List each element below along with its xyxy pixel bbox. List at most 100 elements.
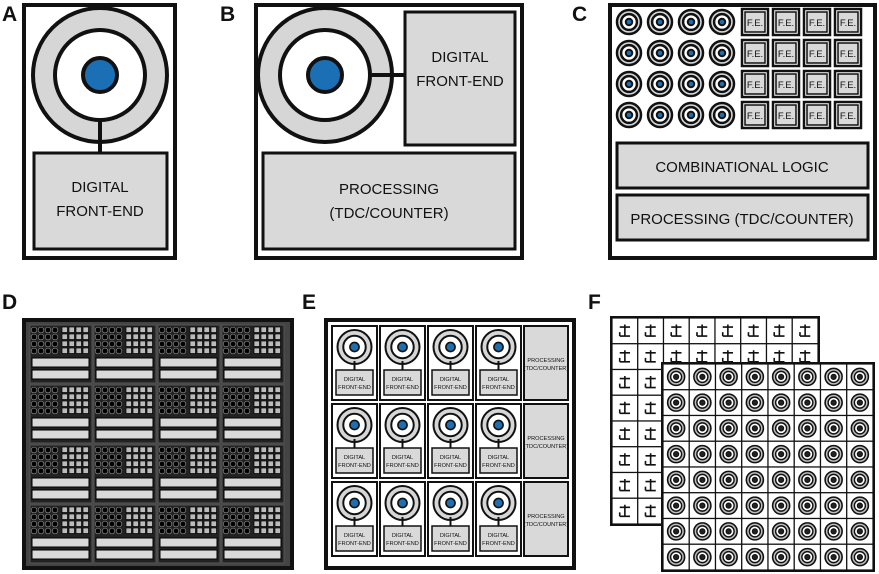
mini-detector <box>37 520 45 528</box>
mini-fe-block <box>267 520 274 527</box>
mini-fe-block <box>146 393 153 400</box>
mini-detector-core <box>699 451 706 458</box>
mini-fe-block <box>274 467 281 474</box>
mini-fe-block <box>146 326 153 333</box>
mini-detector <box>101 393 109 401</box>
mini-detector <box>94 340 102 348</box>
pixel-front-end-block <box>479 447 518 474</box>
mini-detector-core <box>856 373 863 380</box>
mini-fe-block <box>82 393 89 400</box>
mini-fe-block <box>203 340 210 347</box>
mini-fe-block <box>196 527 203 534</box>
detector-core <box>306 56 344 94</box>
mini-detector <box>44 407 52 415</box>
mini-fe-block <box>125 347 132 354</box>
detector-core <box>445 419 456 431</box>
circuit-glyph <box>618 401 631 415</box>
mini-fe-block <box>260 453 267 460</box>
mini-detector <box>30 333 38 341</box>
mini-fe-block <box>210 453 217 460</box>
mini-detector <box>172 340 180 348</box>
fe-block-label: F.E. <box>778 18 794 29</box>
mini-fe-block <box>203 520 210 527</box>
mini-detector <box>101 347 109 355</box>
mini-fe-block <box>61 386 68 393</box>
mini-fe-block <box>139 506 146 513</box>
mini-detector <box>172 446 180 454</box>
mini-detector <box>94 506 102 514</box>
mini-fe-block <box>132 520 139 527</box>
pixel-front-end-block <box>479 369 518 396</box>
panel-label-d: D <box>2 291 17 314</box>
mini-detector <box>101 453 109 461</box>
fe-block-inner <box>775 73 797 95</box>
mini-detector <box>172 527 180 535</box>
mini-fe-block <box>61 407 68 414</box>
detector-core <box>686 48 696 58</box>
mini-fe-block <box>260 400 267 407</box>
mini-detector <box>108 520 116 528</box>
mini-detector <box>179 527 187 535</box>
fe-block-inner <box>806 11 828 33</box>
mini-detector <box>30 393 38 401</box>
mini-fe-block <box>189 347 196 354</box>
mini-fe-block <box>267 460 274 467</box>
mini-detector <box>172 520 180 528</box>
mini-detector-core <box>778 476 785 483</box>
mini-fe-block <box>146 386 153 393</box>
mini-fe-block <box>260 347 267 354</box>
pixel-front-end-block <box>335 369 374 396</box>
mini-processing-block <box>31 489 90 500</box>
mini-detector <box>229 347 237 355</box>
mini-detector-core <box>725 502 732 509</box>
detector-core <box>655 17 665 27</box>
mini-fe-block <box>125 467 132 474</box>
mini-detector <box>44 460 52 468</box>
mini-fe-block <box>253 407 260 414</box>
mini-fe-block <box>132 340 139 347</box>
mini-fe-block <box>274 400 281 407</box>
mini-detector <box>158 520 166 528</box>
mini-detector <box>179 393 187 401</box>
mini-detector <box>222 340 230 348</box>
mini-detector <box>108 326 116 334</box>
panel-label-b: B <box>220 3 235 26</box>
mini-detector <box>30 453 38 461</box>
mini-fe-block <box>253 347 260 354</box>
circuit-glyph <box>618 324 631 337</box>
mini-detector <box>158 393 166 401</box>
detector-core <box>717 79 727 89</box>
mini-detector <box>37 407 45 415</box>
mini-detector <box>243 467 251 475</box>
mini-detector <box>165 446 173 454</box>
fe-block-label: F.E. <box>747 49 763 60</box>
mini-fe-block <box>274 333 281 340</box>
mini-detector <box>44 527 52 535</box>
circuit-glyph <box>747 324 759 337</box>
mini-detector-core <box>830 528 837 535</box>
mini-fe-block <box>253 446 260 453</box>
mini-detector <box>229 386 237 394</box>
panel-e: DIGITALFRONT-ENDDIGITALFRONT-ENDDIGITALF… <box>324 318 576 570</box>
mini-fe-block <box>253 520 260 527</box>
mini-detector-core <box>751 451 758 458</box>
mini-detector <box>108 340 116 348</box>
mini-detector-core <box>673 425 680 432</box>
detector-core <box>686 17 696 27</box>
mini-fe-block <box>196 400 203 407</box>
mini-fe-block <box>132 453 139 460</box>
mini-fe-block <box>253 386 260 393</box>
mini-detector-core <box>751 554 758 561</box>
mini-fe-block <box>260 386 267 393</box>
mini-detector <box>51 326 59 334</box>
mini-fe-block <box>68 453 75 460</box>
mini-fe-block <box>210 326 217 333</box>
mini-detector <box>236 386 244 394</box>
mini-detector <box>101 513 109 521</box>
mini-fe-block <box>260 520 267 527</box>
mini-detector-core <box>778 528 785 535</box>
mini-fe-block <box>82 446 89 453</box>
mini-fe-block <box>196 340 203 347</box>
pixel-front-end-line1: DIGITAL <box>488 533 509 539</box>
mini-fe-block <box>189 520 196 527</box>
